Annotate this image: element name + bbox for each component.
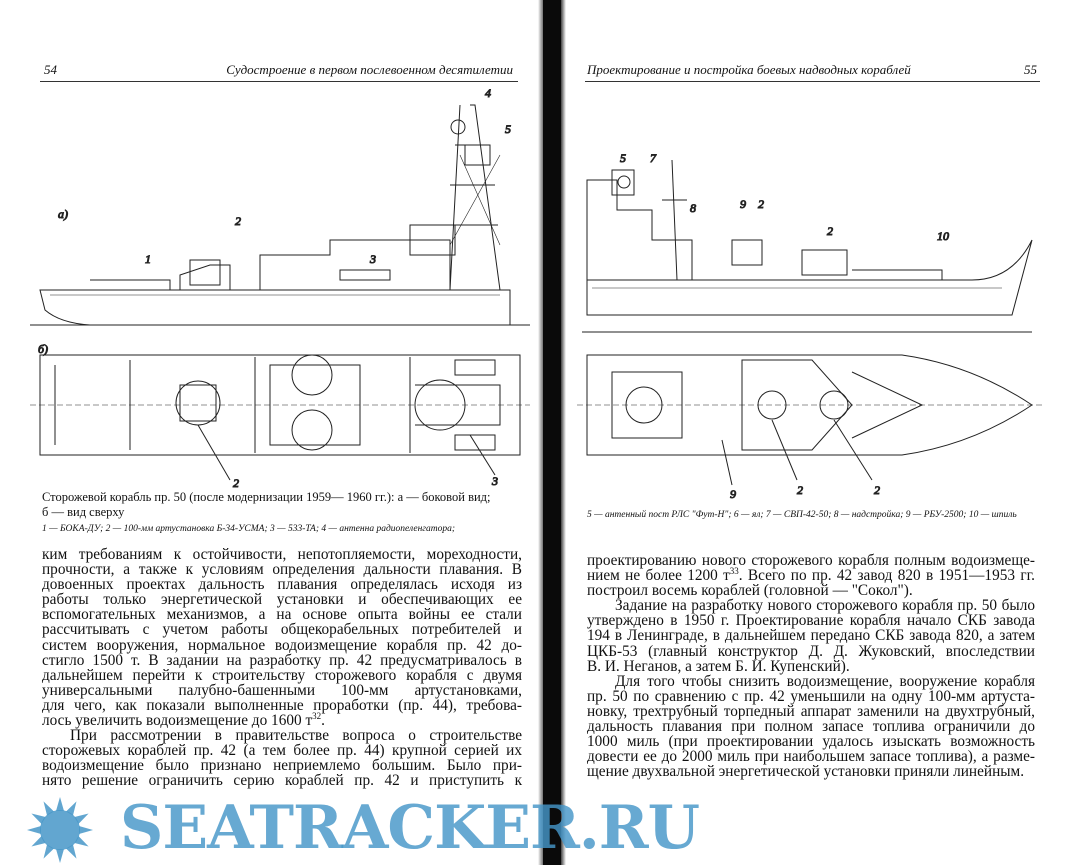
header-rule — [585, 81, 1040, 82]
book-gutter-shadow — [538, 0, 544, 865]
right-body-text: проектированию нового сторожевого корабл… — [587, 552, 1035, 781]
text-line: новку, трехтрубный торпедный аппарат зам… — [587, 702, 1035, 720]
text-line: построил восемь кораблей (головной — "Со… — [587, 582, 913, 600]
text-line: пр. 50 по сравнению с пр. 42 уменьшили н… — [587, 687, 1035, 705]
text-line: для чего, как показали выполненные прора… — [42, 696, 522, 714]
book-gutter — [543, 0, 561, 865]
callout: 5 — [505, 122, 511, 136]
callout: 2 — [233, 476, 239, 490]
figure-caption: Сторожевой корабль пр. 50 (после модерни… — [42, 490, 522, 537]
text-line: лось увеличить водоизмещение до 1600 т32… — [42, 710, 325, 730]
text-line: стигло 1500 т. В задании на разработку п… — [42, 651, 522, 669]
footnote-ref: 33 — [729, 566, 739, 576]
callout: 10 — [937, 229, 949, 243]
callout: 7 — [650, 151, 657, 165]
right-page-number: 55 — [1024, 62, 1037, 77]
text-line: щение двухвальной энергетической установ… — [587, 763, 1025, 781]
text-line: нием не более 1200 т33. Всего по пр. 42 … — [587, 566, 1035, 585]
text-line: дальнейшем перейти к строительству сторо… — [42, 666, 522, 684]
text-line: ким требованиям к остойчивости, непотопл… — [42, 546, 522, 563]
left-page-number: 54 — [44, 62, 57, 77]
watermark-text: SEATRACKER.RU — [120, 793, 700, 863]
text-span: . Всего по пр. 42 завод 820 в 1951—1953 … — [738, 567, 1035, 585]
ship-drawing-right: 5 7 8 9 2 2 10 9 2 2 — [577, 151, 1042, 502]
text-line: 1000 миль (при проектировании удалось из… — [587, 733, 1035, 751]
text-line: работы только энергетической установки и… — [42, 591, 522, 609]
text-line: Задание на разработку нового сторожевого… — [615, 597, 1035, 615]
callout: 9 — [740, 197, 746, 211]
callout: 4 — [485, 86, 491, 100]
callout: 2 — [235, 214, 241, 228]
text-line: водоизмещение было признано неприемлемо … — [42, 757, 522, 775]
text-line: дальность плавания при полном запасе топ… — [587, 718, 1035, 736]
callout: 2 — [797, 483, 803, 497]
callout: 2 — [758, 197, 764, 211]
text-line: сторожевых кораблей пр. 42 (а тем более … — [42, 742, 522, 760]
text-line: рассчитывать с учетом работы общекорабел… — [42, 621, 522, 639]
text-line: При рассмотрении в правительстве вопроса… — [70, 727, 522, 745]
text-line: утверждено в 1950 г. Проектирование кора… — [587, 612, 1035, 630]
text-line: довоенных проектах дальность плавания оп… — [42, 576, 522, 594]
callout: 2 — [827, 224, 833, 238]
text-line: В. И. Неганов, а затем Б. И. Купенский). — [587, 657, 850, 675]
text-line: нято решение ограничить серию кораблей п… — [42, 772, 522, 790]
left-body-text: ким требованиям к остойчивости, непотопл… — [42, 547, 522, 789]
left-running-head: Судостроение в первом послевоенном десят… — [226, 62, 513, 77]
text-line: вспомогательных механизмов, а на основе … — [42, 606, 522, 624]
callout: 8 — [690, 201, 696, 215]
callout: 9 — [730, 487, 736, 501]
text-line: Для того чтобы снизить водоизмещение, во… — [615, 672, 1035, 690]
hull-top — [39, 354, 521, 456]
callout: 3 — [369, 252, 376, 266]
text-line: ЦКБ-53 (главный конструктор Д. Д. Жуковс… — [587, 642, 1035, 660]
text-span: нием не более 1200 т — [587, 567, 730, 585]
text-span: лось увеличить водоизмещение до 1600 т — [42, 712, 313, 730]
text-line: прочности, а также к условиям определени… — [42, 561, 522, 579]
ship-drawing-left: а) 1 2 3 4 5 б) 2 3 — [30, 86, 530, 490]
text-line: 194 в Ленинграде, в дальнейшем передано … — [587, 627, 1035, 645]
callout: 3 — [491, 474, 498, 488]
figure-legend: 1 — БОКА-ДУ; 2 — 100-мм артустановка Б-3… — [42, 524, 456, 534]
callout: 5 — [620, 151, 626, 165]
header-rule — [40, 81, 518, 82]
caption-line: б — вид сверху — [42, 505, 125, 519]
fig-label-b: б) — [38, 342, 48, 356]
figure-legend-continued: 5 — антенный пост РЛС "Фут-Н"; 6 — ял; 7… — [587, 510, 1017, 520]
text-line: универсальными палубно-башенными 100-мм … — [42, 681, 522, 699]
callout: 2 — [874, 483, 880, 497]
text-line: довести ее до 2000 миль при наибольшем з… — [587, 748, 1035, 766]
hull-side — [586, 239, 1033, 316]
right-running-head: Проектирование и постройка боевых надвод… — [587, 62, 911, 77]
text-line: систем вооружения, нормальное водоизмеще… — [42, 636, 522, 654]
callout: 1 — [145, 252, 151, 266]
caption-line: Сторожевой корабль пр. 50 (после модерни… — [42, 490, 491, 504]
book-gutter-shadow — [561, 0, 566, 865]
footnote-ref: 32 — [312, 710, 322, 721]
watermark-sunburst-icon — [27, 797, 93, 863]
fig-label-a: а) — [58, 207, 68, 221]
text-line: проектированию нового сторожевого корабл… — [587, 552, 1035, 569]
